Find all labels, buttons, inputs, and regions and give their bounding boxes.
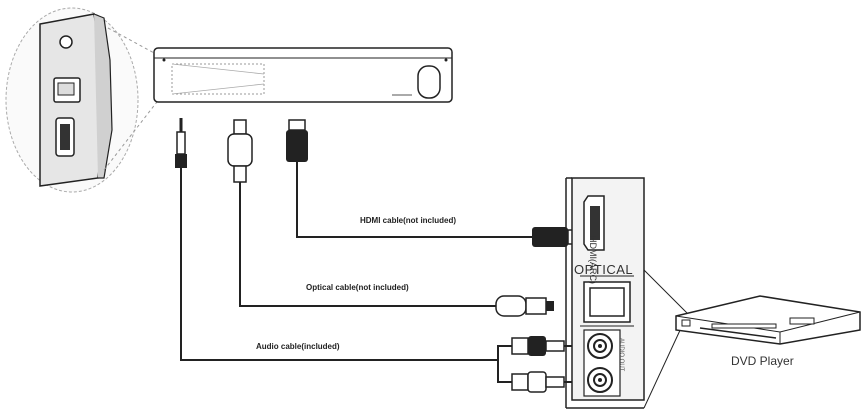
soundbar-button-icon [417,65,441,99]
aux-plug-icon [175,118,187,168]
optical-port-label: OPTICAL [574,262,634,277]
cables [180,162,532,383]
audio-port-label: AUDIO OUT [618,338,624,372]
dvd-rear-panel [565,177,645,409]
optical-cable-label: Optical cable(not included) [306,283,409,292]
hdmi-cable-label: HDMI cable(not included) [360,216,456,225]
port-circle-icon [59,35,73,49]
rca-plug-icon [511,336,572,393]
dvd-player-label: DVD Player [731,354,794,368]
audio-cable-label: Audio cable(included) [256,342,340,351]
hdmi-plug-end-icon [532,227,579,247]
dvd-player [675,295,861,345]
soundbar [153,47,453,103]
optical-plug-end-icon [495,295,554,317]
optical-plug-icon [227,119,253,183]
hdmi-plug-icon [286,119,308,162]
hdmi-port-label: HDMI(ARC) [588,236,598,284]
port-zoom-inset [5,7,139,193]
